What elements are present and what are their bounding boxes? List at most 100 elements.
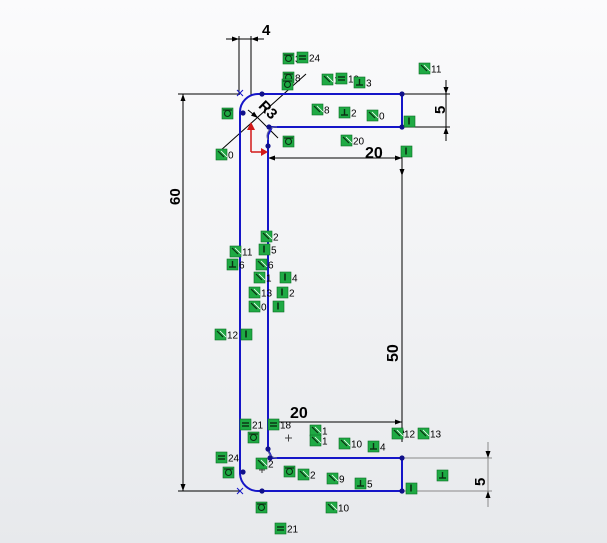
- relation-count-label: 13: [430, 430, 442, 441]
- dimension-inner-height[interactable]: 50: [385, 160, 405, 442]
- relation-count-label: 2: [310, 471, 316, 482]
- relation-parallel-icon[interactable]: 10: [338, 437, 363, 451]
- relation-count-label: 2: [351, 109, 357, 120]
- relation-count-label: 0: [228, 151, 234, 162]
- relation-count-label: 8: [324, 106, 330, 117]
- relation-count-label: 21: [287, 525, 299, 536]
- relation-count-label: 11: [431, 65, 442, 76]
- relation-parallel-icon[interactable]: 11: [418, 62, 442, 76]
- relation-parallel-icon[interactable]: 9: [326, 472, 345, 486]
- relation-tangent-icon[interactable]: [281, 78, 294, 91]
- relation-equal-icon[interactable]: 21: [274, 522, 299, 536]
- relation-horizontal-icon[interactable]: 2: [338, 106, 357, 120]
- relation-parallel-icon[interactable]: 10: [325, 501, 350, 515]
- relation-vertical-icon[interactable]: [272, 300, 285, 313]
- relation-count-label: 1: [322, 427, 328, 438]
- relation-parallel-icon[interactable]: 12: [214, 328, 239, 342]
- relation-count-label: 20: [353, 137, 365, 148]
- sketch-point[interactable]: [259, 91, 265, 97]
- sketch-point[interactable]: [399, 488, 405, 494]
- sketch-point[interactable]: [240, 110, 246, 116]
- relation-count-label: 21: [252, 421, 264, 432]
- relation-count-label: 5: [367, 480, 373, 491]
- relation-parallel-icon[interactable]: 1: [309, 434, 328, 448]
- relation-tangent-icon[interactable]: [222, 466, 235, 479]
- dimension-top-thickness[interactable]: 5: [268, 80, 450, 141]
- dimension-top-width[interactable]: 20: [267, 145, 403, 162]
- relation-count-label: 18: [280, 421, 292, 432]
- sketch-point[interactable]: [259, 488, 265, 494]
- relation-count-label: 12: [404, 430, 416, 441]
- relation-equal-icon[interactable]: 18: [267, 418, 292, 432]
- relation-parallel-icon[interactable]: 12: [391, 427, 416, 441]
- relation-parallel-icon[interactable]: 6: [255, 258, 274, 272]
- relation-count-label: 1: [322, 437, 328, 448]
- relation-parallel-icon[interactable]: 2: [260, 230, 279, 244]
- relation-count-label: 6: [268, 261, 274, 272]
- dimension-bottom-thickness[interactable]: 5: [404, 442, 492, 507]
- dimension-bottom-width-label[interactable]: 20: [290, 405, 308, 422]
- relation-tangent-icon[interactable]: [255, 501, 268, 514]
- relation-count-label: 0: [261, 303, 267, 314]
- relation-count-label: 4: [292, 274, 298, 285]
- sketch-point[interactable]: [265, 143, 271, 149]
- relation-tangent-icon[interactable]: [283, 465, 296, 478]
- relation-tangent-icon[interactable]: [221, 107, 234, 120]
- relation-parallel-icon[interactable]: 2: [297, 468, 316, 482]
- dimension-inner-height-label[interactable]: 50: [385, 344, 402, 362]
- dimension-total-height-label[interactable]: 60: [167, 188, 184, 205]
- relation-count-label: 24: [309, 54, 321, 65]
- dimension-top-offset[interactable]: 4: [226, 22, 271, 95]
- relation-parallel-icon[interactable]: 20: [340, 134, 365, 148]
- relation-vertical-icon[interactable]: [405, 482, 418, 495]
- dimension-top-thickness-label[interactable]: 5: [432, 106, 449, 114]
- relation-parallel-icon[interactable]: 0: [366, 109, 385, 123]
- relation-horizontal-icon[interactable]: 6: [226, 258, 245, 272]
- relation-equal-icon[interactable]: 24: [296, 51, 321, 65]
- relation-count-label: 9: [339, 475, 345, 486]
- sketch-point[interactable]: [240, 469, 246, 475]
- relation-horizontal-icon[interactable]: 3: [353, 76, 372, 90]
- relation-horizontal-icon[interactable]: 5: [354, 477, 373, 491]
- dimension-total-height[interactable]: 60: [167, 93, 240, 492]
- relation-parallel-icon[interactable]: 1: [309, 424, 328, 438]
- relation-count-label: 13: [261, 289, 273, 300]
- relation-vertical-icon[interactable]: 2: [276, 286, 295, 300]
- relation-horizontal-icon[interactable]: [436, 469, 449, 482]
- relation-parallel-icon[interactable]: 8: [311, 103, 330, 117]
- sketch-points[interactable]: [240, 91, 405, 494]
- relation-tangent-icon[interactable]: [282, 135, 295, 148]
- sketch-point[interactable]: [399, 91, 405, 97]
- relation-count-label: 12: [227, 331, 239, 342]
- sketch-point[interactable]: [266, 124, 272, 130]
- sketch-point[interactable]: [399, 124, 405, 130]
- relation-horizontal-icon[interactable]: 4: [367, 440, 386, 454]
- relation-vertical-icon[interactable]: 4: [279, 271, 298, 285]
- relation-parallel-icon[interactable]: 13: [417, 427, 442, 441]
- relation-parallel-icon[interactable]: 0: [248, 300, 267, 314]
- sketch-point[interactable]: [267, 455, 273, 461]
- relation-equal-icon[interactable]: 24: [215, 451, 240, 465]
- relation-count-label: 5: [271, 246, 277, 257]
- relation-parallel-icon[interactable]: 1: [253, 271, 272, 285]
- sketch-point[interactable]: [265, 446, 271, 452]
- dimension-bottom-thickness-label[interactable]: 5: [472, 478, 489, 486]
- relation-vertical-icon[interactable]: [403, 115, 416, 128]
- relation-vertical-icon[interactable]: [400, 145, 413, 158]
- relation-parallel-icon[interactable]: 0: [215, 148, 234, 162]
- relation-count-label: 10: [338, 504, 350, 515]
- relation-parallel-icon[interactable]: 2: [255, 457, 274, 471]
- relation-count-label: 8: [295, 74, 301, 85]
- dimension-top-offset-label[interactable]: 4: [262, 22, 271, 39]
- sketch-point[interactable]: [399, 455, 405, 461]
- relation-tangent-icon[interactable]: [247, 431, 260, 444]
- sketch-relations[interactable]: 3248101031182002021156614132012211811104…: [214, 51, 449, 536]
- relation-parallel-icon[interactable]: 11: [229, 245, 253, 259]
- dimension-top-width-label[interactable]: 20: [365, 145, 383, 162]
- relation-equal-icon[interactable]: 21: [239, 418, 264, 432]
- relation-vertical-icon[interactable]: [240, 328, 253, 341]
- relation-vertical-icon[interactable]: 5: [258, 243, 277, 257]
- relation-parallel-icon[interactable]: 13: [248, 286, 273, 300]
- relation-count-label: 11: [242, 248, 253, 259]
